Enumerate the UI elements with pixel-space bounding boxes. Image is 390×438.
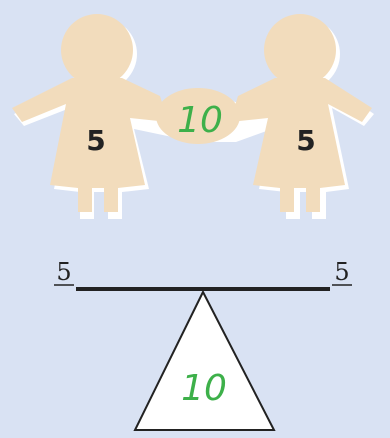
left-doll-head [61,14,133,86]
right-doll-body [230,78,372,212]
fulcrum-number: 10 [181,368,227,409]
balance-scale: 5 5 10 [54,258,352,431]
joined-hands-number: 10 [177,100,223,141]
right-doll-number: 5 [296,124,315,157]
paper-dolls: 5 10 5 [12,14,374,219]
balance-right-number: 5 [334,258,349,286]
right-doll-head [264,14,336,86]
left-doll-body [12,78,168,212]
fulcrum-triangle [133,289,276,431]
joined-hands [156,88,240,144]
left-doll-number: 5 [86,124,105,157]
balance-left-number: 5 [56,258,71,286]
